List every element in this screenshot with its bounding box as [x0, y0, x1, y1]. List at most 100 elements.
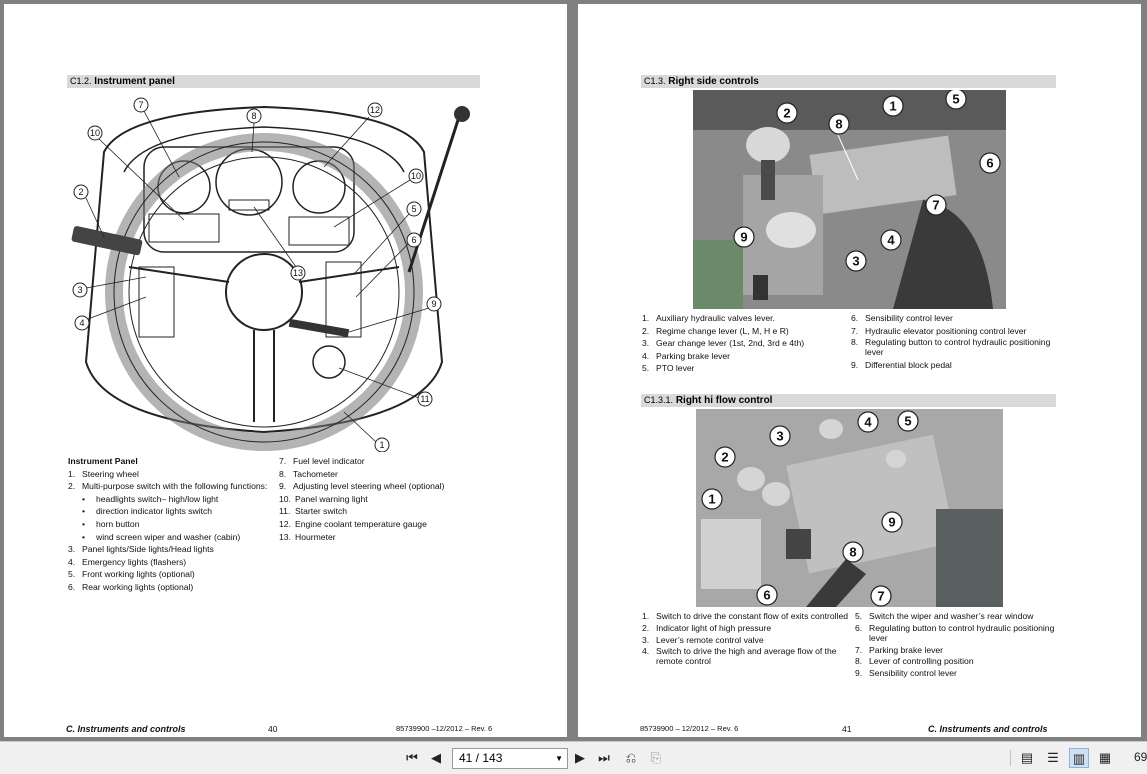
hi-flow-list-col1: 1.Switch to drive the constant flow of e…: [642, 611, 852, 666]
list-item: 2.Regime change lever (L, M, H e R): [642, 325, 789, 336]
page-selector[interactable]: 41 / 143 ▼: [452, 748, 568, 769]
section-title: Right hi flow control: [675, 395, 773, 406]
list-item: 8.Regulating button to control hydraulic…: [851, 337, 1051, 358]
instrument-list-col2: 7.Fuel level indicator 8.Tachometer 9.Ad…: [279, 455, 479, 543]
viewer-toolbar: ⏮ ◀ 41 / 143 ▼ ▶ ⏭ ⎌ ⎘ ▤ ☰ ▥ ▦ 69: [0, 741, 1147, 774]
section-number: C1.3.: [644, 76, 666, 86]
photo-right-hi-flow-control: 3 4 5 2 1 9 8 6 7: [696, 409, 1003, 607]
right-controls-list-col1: 1.Auxiliary hydraulic valves lever. 2.Re…: [642, 312, 847, 375]
photo1-callout-3: 3: [852, 254, 859, 269]
list-item: 9.Sensibility control lever: [855, 667, 957, 678]
photo1-callout-5: 5: [952, 92, 959, 107]
list-item: 1.Steering wheel: [68, 468, 139, 479]
doc-revision: 85739900 – 12/2012 – Rev. 6: [640, 724, 739, 733]
bullet-item: •headlights switch– high/low light: [82, 493, 219, 504]
callout-7: 7: [138, 100, 143, 110]
list-item: 8.Lever of controlling position: [855, 656, 974, 666]
section-header-right-side-controls: C1.3. Right side controls: [641, 75, 1056, 88]
list-item: 13.Hourmeter: [279, 531, 336, 542]
bullet-item: •wind screen wiper and washer (cabin): [82, 531, 241, 542]
section-number: C1.3.1.: [644, 395, 674, 405]
footer-title: C. Instruments and controls: [66, 724, 186, 734]
callout-9: 9: [431, 299, 436, 309]
list-item: 2.Indicator light of high pressure: [642, 623, 772, 633]
callout-13: 13: [293, 268, 303, 278]
list-item: 1.Auxiliary hydraulic valves lever.: [642, 313, 775, 323]
list-item: 10.Panel warning light: [279, 493, 368, 504]
list-item: 7.Parking brake lever: [855, 644, 944, 655]
footer-title: C. Instruments and controls: [928, 724, 1048, 734]
photo1-callout-1: 1: [889, 99, 896, 114]
photo2-callout-1: 1: [708, 492, 715, 507]
callout-10a: 10: [90, 128, 100, 138]
forward-icon[interactable]: ⎘: [650, 750, 662, 765]
callout-3: 3: [77, 285, 82, 295]
zoom-level[interactable]: 69: [1134, 750, 1147, 764]
callout-11: 11: [420, 394, 429, 404]
continuous-view-icon[interactable]: ☰: [1047, 750, 1059, 765]
photo2-callout-9: 9: [888, 515, 895, 530]
photo1-callout-7: 7: [932, 198, 939, 213]
photo1-callout-8: 8: [835, 117, 842, 132]
photo2-callout-5: 5: [904, 414, 911, 429]
callout-2: 2: [78, 187, 83, 197]
photo1-callout-9: 9: [740, 230, 747, 245]
back-icon[interactable]: ⎌: [625, 750, 637, 765]
next-page-icon[interactable]: ▶: [575, 750, 585, 765]
list-item: 3.Lever’s remote control valve: [642, 634, 764, 645]
page-number: 40: [268, 724, 278, 734]
single-page-view-icon[interactable]: ▤: [1020, 750, 1034, 765]
photo1-callout-4: 4: [887, 233, 895, 248]
bullet-item: •horn button: [82, 518, 140, 529]
list-item: 6.Regulating button to control hydraulic…: [855, 622, 1055, 643]
callout-10b: 10: [411, 171, 421, 181]
section-title: Right side controls: [668, 76, 759, 87]
list-item: 5.Switch the wiper and washer’s rear win…: [855, 611, 1034, 621]
list-title: Instrument Panel: [68, 456, 138, 466]
photo-right-side-controls: 2 8 1 5 6 7 9 4 3: [693, 90, 1006, 309]
callout-12: 12: [370, 105, 380, 115]
chevron-down-icon: ▼: [555, 754, 563, 763]
list-item: 7.Fuel level indicator: [279, 456, 365, 466]
photo1-callout-2: 2: [783, 106, 790, 121]
list-item: 6.Sensibility control lever: [851, 313, 953, 323]
callout-4: 4: [79, 318, 84, 328]
prev-page-icon[interactable]: ◀: [431, 750, 441, 765]
callout-1: 1: [379, 440, 384, 450]
list-item: 7.Hydraulic elevator positioning control…: [851, 325, 1027, 336]
list-item: 5.Front working lights (optional): [68, 569, 195, 580]
photo2-callout-2: 2: [721, 450, 728, 465]
callout-6: 6: [411, 235, 416, 245]
list-item: 9.Differential block pedal: [851, 360, 952, 371]
photo2-callout-6: 6: [763, 588, 770, 603]
list-item: 9.Adjusting level steering wheel (option…: [279, 481, 445, 492]
hi-flow-list-col2: 5.Switch the wiper and washer’s rear win…: [855, 611, 1060, 679]
right-controls-list-col2: 6.Sensibility control lever 7.Hydraulic …: [851, 312, 1063, 372]
list-item: 8.Tachometer: [279, 468, 338, 479]
list-item: 3.Gear change lever (1st, 2nd, 3rd e 4th…: [642, 338, 805, 349]
list-item: 6.Rear working lights (optional): [68, 581, 194, 592]
list-item: 4.Switch to drive the high and average f…: [642, 646, 837, 666]
section-header-right-hi-flow: C1.3.1. Right hi flow control: [641, 394, 1056, 407]
callout-8: 8: [251, 111, 256, 121]
doc-revision: 85739900 –12/2012 – Rev. 6: [396, 724, 493, 733]
photo2-callout-8: 8: [849, 545, 856, 560]
section-number: C1.2.: [70, 76, 92, 86]
section-header-instrument-panel: C1.2. Instrument panel: [67, 75, 480, 88]
page-number: 41: [842, 724, 852, 734]
instrument-panel-diagram: 7 8 12 10 2 10 5 6 3 4 13 9 11 1: [71, 97, 470, 452]
list-item: 11.Starter switch: [279, 506, 348, 517]
instrument-list-col1: Instrument Panel 1.Steering wheel 2.Mult…: [68, 455, 268, 594]
list-item: 12.Engine coolant temperature gauge: [279, 518, 427, 529]
list-item: 2.Multi-purpose switch with the followin…: [68, 481, 268, 492]
first-page-icon[interactable]: ⏮: [406, 750, 418, 765]
pdf-page-right: C1.3. Right side controls 2 8 1 5 6 7 9 …: [578, 4, 1141, 737]
photo1-callout-6: 6: [986, 156, 993, 171]
last-page-icon[interactable]: ⏭: [598, 750, 610, 765]
page-indicator: 41 / 143: [459, 751, 503, 765]
list-item: 4.Emergency lights (flashers): [68, 556, 187, 567]
two-page-continuous-view-icon[interactable]: ▦: [1098, 750, 1112, 765]
photo2-callout-4: 4: [864, 415, 872, 430]
two-page-view-icon[interactable]: ▥: [1069, 748, 1089, 768]
callout-5: 5: [411, 204, 416, 214]
